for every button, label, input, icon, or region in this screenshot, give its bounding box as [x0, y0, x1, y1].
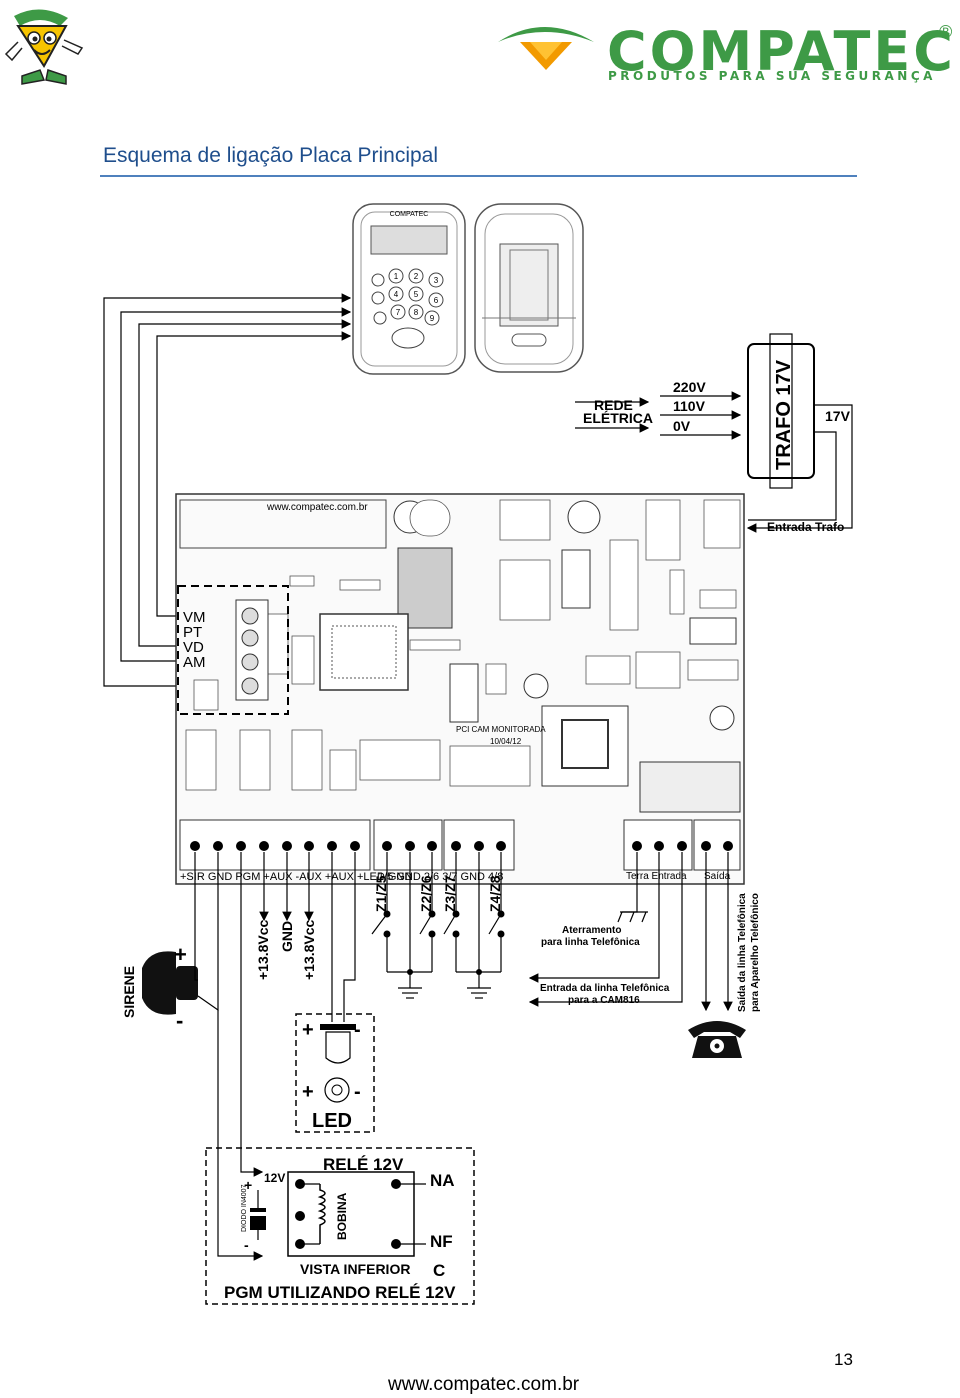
brand-name: COMPATEC [607, 20, 956, 83]
keypad-keys: 1 2 3 4 5 6 7 8 9 [388, 268, 444, 326]
brand-tagline: PRODUTOS PARA SUA SEGURANÇA [608, 69, 936, 83]
relay-title: RELÉ 12V [323, 1155, 404, 1174]
power-input: REDE ELÉTRICA 220V 110V 0V [575, 379, 742, 440]
siren-label: SIRENE [121, 966, 137, 1018]
led-plus: + [302, 1019, 314, 1041]
relay-na-label: NA [430, 1171, 455, 1190]
terminal-pt: PT [183, 624, 202, 641]
svg-text:1: 1 [394, 272, 399, 281]
entrada-linha-label-2: para a CAM816 [568, 995, 640, 1006]
aux-13-8v-label-2: +13.8Vcc [301, 919, 317, 980]
relay-minus: - [244, 1237, 249, 1253]
terminals-phone-label: Terra Entrada [626, 871, 687, 882]
transformer: TRAFO 17V 17V Entrada Trafo [746, 333, 853, 534]
bobina-label: BOBINA [335, 1192, 349, 1240]
led-label: LED [312, 1110, 352, 1132]
aux-13-8v-label: +13.8Vcc [255, 919, 271, 980]
entrada-trafo-label: Entrada Trafo [767, 520, 844, 534]
svg-text:6: 6 [434, 296, 439, 305]
aterramento-label-1: Aterramento [562, 925, 621, 936]
keypad-key-9: 9 [424, 310, 440, 326]
terminals-power-label: +SIR GND PGM +AUX -AUX +AUX +LED GND [180, 871, 412, 883]
zone-z4-label: Z4/Z8 [487, 875, 503, 912]
terminal-vd: VD [183, 639, 204, 656]
relay-plus: + [244, 1177, 252, 1193]
terminal-am: AM [183, 654, 206, 671]
zone-switches [371, 852, 502, 999]
page-title: Esquema de ligação Placa Principal [103, 144, 439, 167]
telephone-icon [688, 1021, 746, 1058]
rede-label: REDE [594, 397, 633, 413]
board-url: www.compatec.com.br [266, 502, 368, 513]
brand-registered-mark: ® [939, 22, 953, 42]
terminal-vm: VM [183, 609, 206, 626]
diode-label: DIODO IN4007 [241, 1184, 248, 1232]
v0-label: 0V [673, 418, 691, 434]
v220-label: 220V [673, 379, 706, 395]
title-rule [100, 175, 857, 177]
terminals-zones-label: 1/5 GND 2/6 3/7 GND 4/8 [378, 871, 503, 883]
keypad-key-4: 4 [388, 286, 404, 302]
terminals-saida-label: Saída [704, 871, 731, 882]
keypad-key-7: 7 [390, 304, 406, 320]
svg-text:8: 8 [414, 308, 419, 317]
led-minus: - [354, 1019, 361, 1041]
led-module: + - + - LED [295, 852, 375, 1133]
led-minus-2: - [354, 1081, 361, 1103]
keypad-key-5: 5 [408, 286, 424, 302]
power-wires [259, 852, 314, 922]
saida-linha-label-2: para Aparelho Telefônico [750, 893, 761, 1012]
relay-module: RELÉ 12V 12V DIODO IN4007 + - BOBINA NA … [205, 1147, 475, 1305]
siren-plus: + [174, 942, 187, 967]
svg-text:5: 5 [414, 290, 419, 299]
footer-url[interactable]: www.compatec.com.br [388, 1374, 580, 1395]
brand-logo-icon [496, 18, 596, 74]
entrada-linha-label-1: Entrada da linha Telefônica [540, 983, 670, 994]
keypad-key-2: 2 [408, 268, 424, 284]
svg-text:7: 7 [396, 308, 401, 317]
keypad-key-3: 3 [428, 272, 444, 288]
saida-linha-label-1: Saída da linha Telefônica [737, 893, 748, 1012]
led-plus-2: + [302, 1081, 314, 1103]
relay-12v-label: 12V [264, 1171, 285, 1185]
vista-inferior-label: VISTA INFERIOR [300, 1261, 410, 1277]
svg-text:2: 2 [414, 272, 419, 281]
siren-minus: - [176, 1008, 183, 1033]
svg-text:4: 4 [394, 290, 399, 299]
mascot-logo [0, 4, 90, 90]
relay-c-label: C [433, 1261, 445, 1280]
svg-text:9: 9 [430, 314, 435, 323]
keypad-device: COMPATEC 1 2 3 4 5 6 7 8 9 [352, 203, 466, 375]
main-board: www.compatec.com.br PCI CAM MONITORADA 1… [175, 493, 745, 885]
zone-z1-label: Z1/Z5 [373, 875, 389, 912]
pci-date: 10/04/12 [490, 737, 522, 746]
zone-z2-label: Z2/Z6 [418, 875, 434, 912]
keypad-key-1: 1 [388, 268, 404, 284]
page-number: 13 [834, 1350, 853, 1369]
sensor-device [474, 203, 584, 373]
zone-z3-label: Z3/Z7 [442, 875, 458, 912]
relay-nf-label: NF [430, 1232, 453, 1251]
trafo-label: TRAFO 17V [773, 359, 795, 470]
phone-wiring [528, 852, 733, 1012]
eletrica-label: ELÉTRICA [583, 410, 653, 426]
aterramento-label-2: para linha Telefônica [541, 937, 640, 948]
v110-label: 110V [673, 398, 706, 414]
keypad-key-8: 8 [408, 304, 424, 320]
keypad-brand: COMPATEC [390, 211, 429, 218]
aux-gnd-label: GND [279, 921, 295, 952]
keypad-key-6: 6 [428, 292, 444, 308]
trafo-out-label: 17V [825, 408, 851, 424]
svg-text:3: 3 [434, 276, 439, 285]
pci-label: PCI CAM MONITORADA [456, 725, 546, 734]
relay-caption: PGM UTILIZANDO RELÉ 12V [224, 1283, 456, 1302]
